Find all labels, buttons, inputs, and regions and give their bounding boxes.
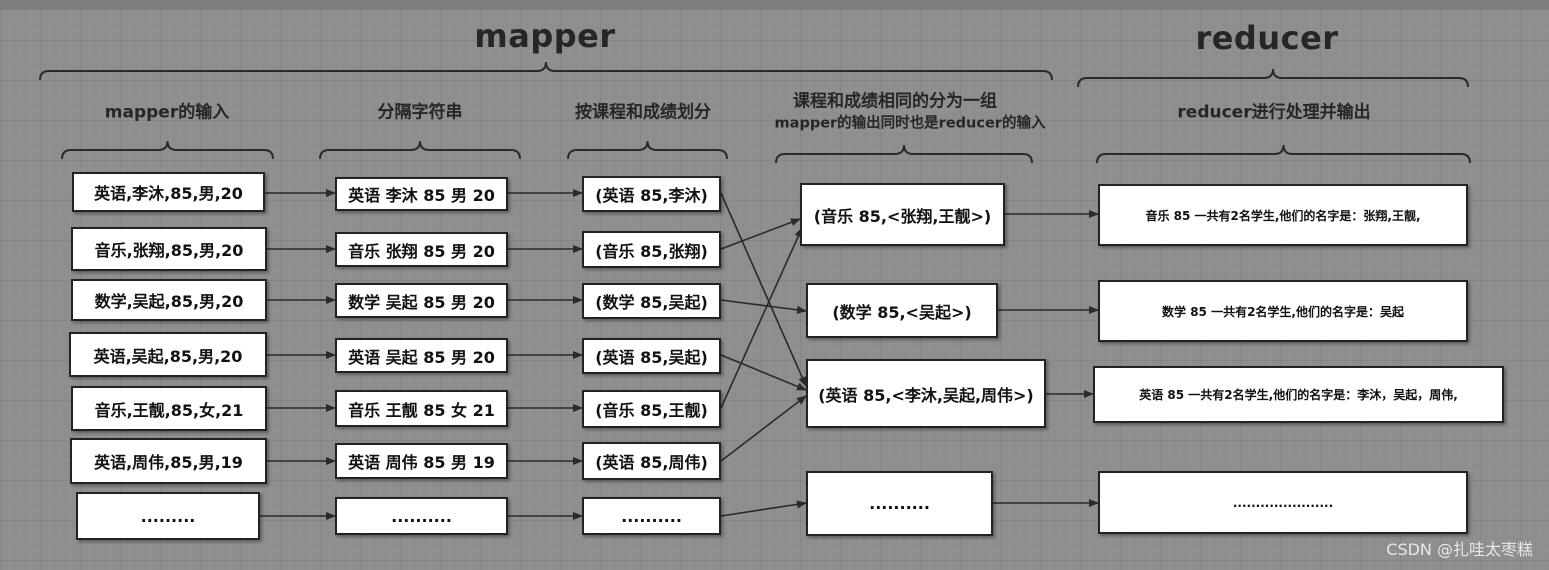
reducer-output-record-more: ...................... [1098,471,1468,534]
reducer-output-record: 数学 85 一共有2名学生,他们的名字是：吴起 [1098,280,1468,342]
input-record: 英语,吴起,85,男,20 [69,332,267,377]
pair-record-more: .......... [582,497,721,535]
pair-record: (数学 85,吴起) [582,283,721,319]
input-record: 音乐,张翔,85,男,20 [71,227,267,271]
pair-record: (英语 85,李沐) [582,176,721,212]
column-label-input: mapper的输入 [104,102,230,123]
reducer-output-record: 英语 85 一共有2名学生,他们的名字是：李沐，吴起，周伟, [1093,366,1504,423]
input-record: 英语,李沐,85,男,20 [72,172,265,212]
split-record: 英语 李沐 85 男 20 [335,177,508,211]
pair-record: (音乐 85,张翔) [582,231,721,268]
split-record: 数学 吴起 85 男 20 [335,283,508,318]
arrow-pair-to-group [720,299,807,314]
watermark: CSDN @扎哇太枣糕 [1386,540,1533,559]
column-brace-group-by [567,140,728,160]
arrow-pair-to-group [720,227,803,409]
split-record: 音乐 张翔 85 男 20 [335,232,508,267]
arrow-pair-to-group [720,354,807,391]
input-record: 英语,周伟,85,男,19 [70,438,267,484]
input-record: 音乐,王靓,85,女,21 [71,386,267,431]
arrow-pair-to-group [720,395,807,462]
split-record: 英语 周伟 85 男 19 [335,443,508,479]
pair-record: (音乐 85,王靓) [582,390,721,428]
column-brace-same-group [775,144,1033,164]
arrow-pair-to-group [720,218,801,250]
input-record: 数学,吴起,85,男,20 [71,279,267,321]
column-label-group-by: 按课程和成绩划分 [575,102,711,123]
group-record-more: .......... [806,471,993,536]
group-record: (音乐 85,<张翔,王靓>) [800,183,1005,246]
reducer-output-record: 音乐 85 一共有2名学生,他们的名字是：张翔,王靓, [1098,184,1468,246]
group-record: (英语 85,<李沐,吴起,周伟>) [806,359,1046,428]
arrow-pair-to-group [720,500,807,517]
column-label-same-group: 课程和成绩相同的分为一组 [793,91,997,112]
mapper-title: mapper [474,17,616,55]
column-brace-input [61,140,274,160]
column-brace-split [319,140,521,160]
top-band [0,0,1549,10]
pair-record: (英语 85,周伟) [582,442,721,480]
group-record: (数学 85,<吴起>) [806,283,998,338]
reducer-title: reducer [1195,19,1339,57]
split-record: 音乐 王靓 85 女 21 [335,390,508,427]
column-label-split: 分隔字符串 [377,102,463,123]
column-brace-reducer-output [1096,144,1471,164]
column-label-mapper-output-note: mapper的输出同时也是reducer的输入 [774,115,1046,132]
mapper-brace [39,61,1053,81]
column-label-reducer-output: reducer进行处理并输出 [1177,102,1371,123]
reducer-brace [1077,68,1469,88]
split-record: 英语 吴起 85 男 20 [335,338,508,373]
split-record-more: .......... [335,497,508,535]
input-record-more: ......... [76,492,260,540]
pair-record: (英语 85,吴起) [582,338,721,374]
arrow-pair-to-group [720,192,807,387]
